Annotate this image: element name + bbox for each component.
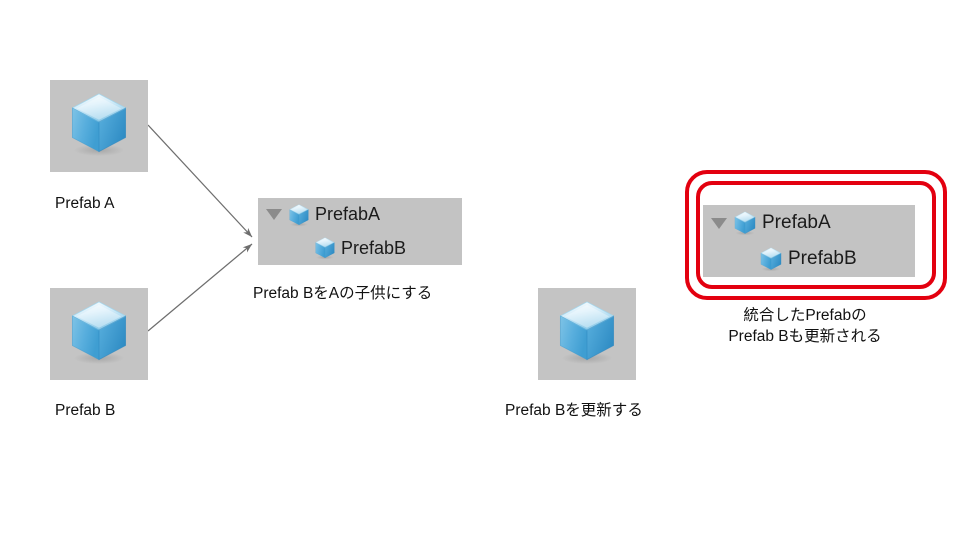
unity-prefab-cube-icon	[71, 301, 127, 365]
arrow-b-to-hierarchy	[147, 243, 253, 332]
unity-prefab-cube-icon	[71, 93, 127, 157]
unity-prefab-cube-icon	[315, 237, 335, 260]
prefab-b-thumbnail[interactable]	[50, 288, 148, 380]
hierarchy-panel-right[interactable]: PrefabA PrefabB	[703, 205, 915, 277]
prefab-a-cube-wrap	[62, 87, 136, 166]
hierarchy-item-name: PrefabB	[788, 248, 857, 269]
unity-prefab-cube-icon	[559, 301, 615, 365]
highlight-ring-outer	[685, 170, 947, 300]
arrow-a-to-hierarchy	[147, 124, 253, 238]
merged-result-caption-line1: 統合したPrefabの	[743, 307, 867, 324]
prefab-b-updated-thumbnail[interactable]	[538, 288, 636, 380]
prefab-b-label: Prefab B	[55, 402, 116, 419]
update-prefab-b-caption: Prefab Bを更新する	[505, 402, 643, 419]
prefab-a-thumbnail[interactable]	[50, 80, 148, 172]
hierarchy-item-name: PrefabA	[315, 204, 381, 225]
make-child-caption: Prefab BをAの子供にする	[253, 285, 433, 302]
hierarchy-row-prefabb[interactable]: PrefabB	[258, 232, 462, 266]
triangle-down-icon[interactable]	[707, 217, 731, 229]
hierarchy-panel-center[interactable]: PrefabA PrefabB	[258, 198, 462, 265]
hierarchy-row-prefaba[interactable]: PrefabA	[258, 198, 462, 232]
hierarchy-item-name: PrefabB	[341, 237, 407, 258]
unity-prefab-cube-icon	[760, 247, 782, 272]
hierarchy-row-prefabb[interactable]: PrefabB	[703, 241, 915, 277]
prefab-b-cube-wrap	[62, 295, 136, 374]
highlight-ring-inner	[696, 181, 936, 289]
unity-prefab-cube-icon	[734, 211, 756, 236]
merged-result-caption-line2: Prefab Bも更新される	[728, 328, 882, 345]
prefab-b-updated-cube-wrap	[550, 295, 624, 374]
hierarchy-item-name: PrefabA	[762, 212, 831, 233]
hierarchy-row-prefaba[interactable]: PrefabA	[703, 205, 915, 241]
triangle-down-icon[interactable]	[262, 209, 286, 221]
prefab-a-label: Prefab A	[55, 195, 115, 212]
unity-prefab-cube-icon	[289, 204, 309, 227]
